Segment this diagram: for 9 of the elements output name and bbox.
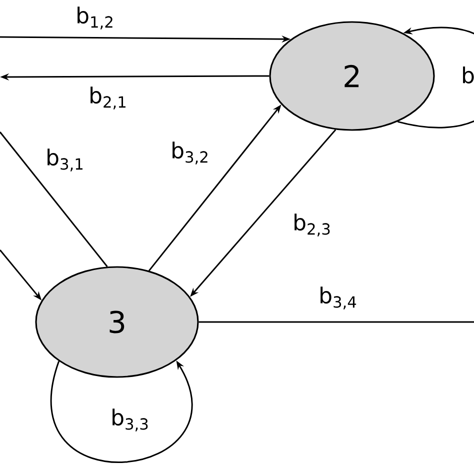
edge-label: b$_{3,1}$ <box>48 148 82 172</box>
edge-label: b$_{3,4}$ <box>320 286 356 310</box>
edge-label: b$_{3,3}$ <box>112 408 148 432</box>
edge-label: b$_{3,2}$ <box>172 142 208 164</box>
edge-label: b$_{2,3}$ <box>294 214 330 236</box>
arrow <box>398 26 474 128</box>
edge-label: b$_{2,1}$ <box>90 86 126 110</box>
edge-label: b$_{1,2}$ <box>78 6 112 30</box>
edge-label: b <box>463 66 474 84</box>
